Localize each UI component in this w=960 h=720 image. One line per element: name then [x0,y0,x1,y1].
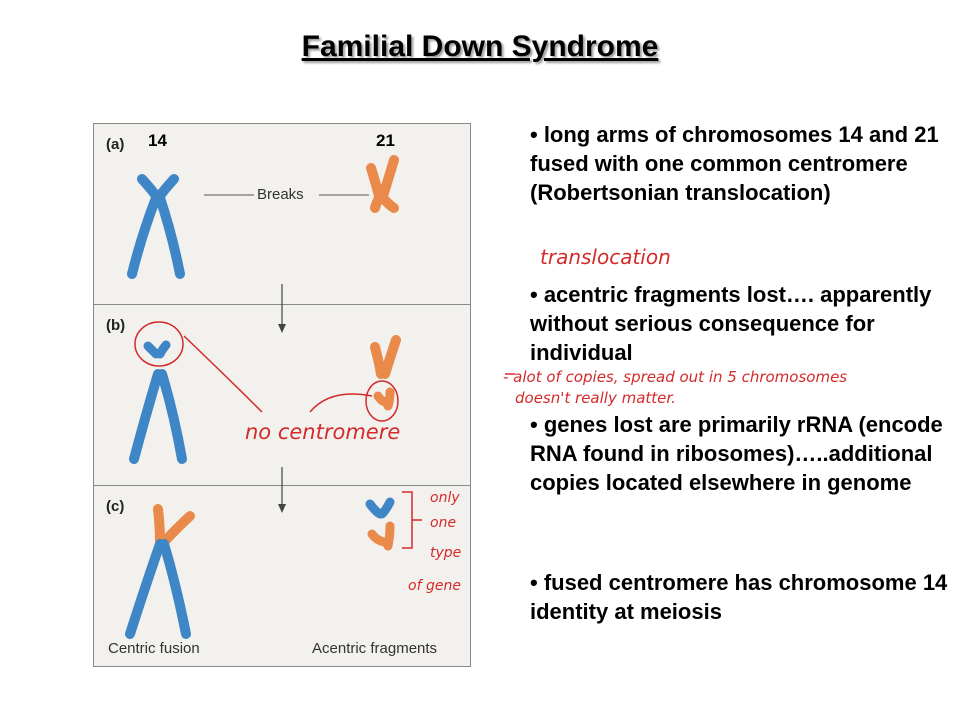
chromosome-21-short-arm-fragment [373,387,395,411]
note-one: one [430,515,457,531]
centric-fusion-label: Centric fusion [108,640,200,657]
chromosome-21-label: 21 [376,131,395,150]
note-no-centromere: no centromere [245,420,401,444]
bullet-centromere-identity: • fused centromere has chromosome 14 ide… [530,570,948,624]
note-copies-line1: - alot of copies, spread out in 5 chromo… [503,368,848,386]
panel-a-letter: (a) [106,136,125,153]
arrow-head [278,324,286,333]
chromosome-figure: (a) 14 21 Breaks (b) (c) Centric fusion … [93,123,471,667]
note-type: type [430,545,462,561]
chromosome-14-label: 14 [148,131,167,150]
chromosome-21-b [370,335,401,379]
note-copies-line2: doesn't really matter. [515,389,676,407]
chromosome-14-b [129,369,187,464]
chromosome-21-a [366,155,399,213]
bullet-rrna-genes: • genes lost are primarily rRNA (encode … [530,412,943,495]
panel-c-letter: (c) [106,498,125,515]
acentric-fragment-21 [367,521,395,551]
bullet-acentric-lost: • acentric fragments lost…. apparently w… [530,282,932,365]
arrow-head [278,504,286,513]
chromosome-14-short-arm-fragment [143,340,171,359]
fused-chromosome-lower-arms [125,539,191,639]
bullet-robertsonian: • long arms of chromosomes 14 and 21 fus… [530,122,939,205]
acentric-fragment-14 [365,497,395,519]
acentric-fragments-label: Acentric fragments [312,640,438,657]
note-of-gene: of gene [408,578,461,594]
note-translocation: translocation [540,245,671,269]
chromosome-drawing [125,155,401,639]
chromosome-14-a [127,174,185,279]
breaks-label: Breaks [257,186,304,203]
panel-a: (a) 14 21 Breaks [94,124,470,304]
note-only: only [430,490,460,506]
panel-b-letter: (b) [106,317,126,334]
fused-chromosome-upper-arms [153,504,195,547]
slide-title: Familial Down Syndrome [301,30,659,63]
